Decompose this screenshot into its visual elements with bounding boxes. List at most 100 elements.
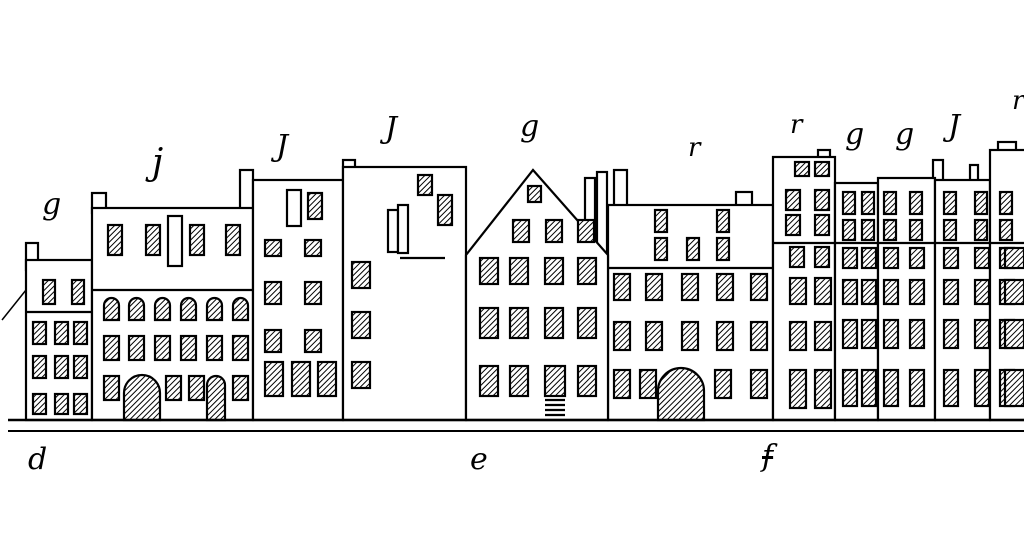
window xyxy=(72,392,89,416)
label-J-10: J xyxy=(948,109,961,144)
dormer-chimney xyxy=(166,214,184,268)
window xyxy=(188,223,206,257)
arched-window xyxy=(102,296,121,322)
window xyxy=(644,320,664,352)
window xyxy=(31,392,48,416)
window xyxy=(715,272,735,302)
window xyxy=(303,328,323,354)
window xyxy=(316,360,338,398)
window xyxy=(263,238,283,258)
window xyxy=(164,374,183,402)
window xyxy=(543,364,567,398)
window xyxy=(685,236,701,262)
window xyxy=(306,191,324,221)
window xyxy=(543,256,565,286)
window xyxy=(942,246,960,270)
label-e: e xyxy=(470,442,488,477)
window xyxy=(942,368,960,408)
dormer-chimney xyxy=(386,208,400,254)
window xyxy=(231,374,250,402)
label-g-9: g xyxy=(895,117,915,152)
window xyxy=(416,173,434,197)
window xyxy=(680,272,700,302)
window xyxy=(127,334,146,362)
window xyxy=(508,256,530,286)
window xyxy=(942,218,958,242)
window xyxy=(882,278,900,306)
window xyxy=(653,236,669,262)
window xyxy=(813,188,831,212)
left-edge-line xyxy=(1,289,27,321)
window xyxy=(478,306,500,340)
window xyxy=(303,238,323,258)
window xyxy=(612,320,632,352)
window xyxy=(106,223,124,257)
window xyxy=(644,272,664,302)
arched-door xyxy=(656,366,706,422)
window xyxy=(612,368,632,400)
window xyxy=(144,223,162,257)
arched-door xyxy=(122,373,162,422)
window xyxy=(41,278,57,306)
window xyxy=(153,334,172,362)
window xyxy=(973,246,991,270)
window xyxy=(882,218,898,242)
window xyxy=(860,218,876,242)
window xyxy=(908,246,926,270)
window xyxy=(942,278,960,306)
window xyxy=(908,278,926,306)
window xyxy=(576,218,596,244)
window xyxy=(860,246,878,270)
window xyxy=(841,368,859,408)
chimney xyxy=(595,170,609,254)
window xyxy=(715,320,735,352)
window xyxy=(653,208,669,234)
chimney xyxy=(238,168,255,212)
window xyxy=(784,188,802,212)
window xyxy=(882,190,898,216)
window xyxy=(508,306,530,340)
window xyxy=(749,320,769,352)
label-r-7: r xyxy=(790,110,803,140)
window xyxy=(576,256,598,286)
arched-window xyxy=(205,296,224,322)
window xyxy=(478,364,500,398)
label-J-4: J xyxy=(385,111,398,146)
window xyxy=(70,278,86,306)
window xyxy=(508,364,530,398)
window xyxy=(1003,318,1024,350)
window xyxy=(1003,246,1024,270)
window xyxy=(793,160,811,178)
label-r-11: r xyxy=(1012,86,1024,116)
arched-window xyxy=(179,296,198,322)
window xyxy=(973,278,991,306)
window xyxy=(303,280,323,306)
window xyxy=(102,334,121,362)
window xyxy=(860,190,876,216)
label-g-1: g xyxy=(42,187,62,222)
window xyxy=(713,368,733,400)
window xyxy=(31,320,48,346)
window xyxy=(544,218,564,244)
window xyxy=(841,246,859,270)
window xyxy=(543,306,565,340)
window xyxy=(841,278,859,306)
dormer-chimney xyxy=(396,203,410,255)
arched-window xyxy=(231,296,250,322)
window xyxy=(612,272,632,302)
window xyxy=(908,190,924,216)
window xyxy=(511,218,531,244)
window xyxy=(973,190,989,216)
window xyxy=(179,334,198,362)
arched-window xyxy=(127,296,146,322)
label-g-5: g xyxy=(520,109,540,144)
window xyxy=(638,368,658,400)
window xyxy=(715,236,731,262)
window xyxy=(436,193,454,227)
window xyxy=(31,354,48,380)
window xyxy=(973,218,989,242)
window xyxy=(882,368,900,408)
window xyxy=(1003,368,1024,408)
window xyxy=(860,368,878,408)
label-J-3: J xyxy=(276,129,289,164)
